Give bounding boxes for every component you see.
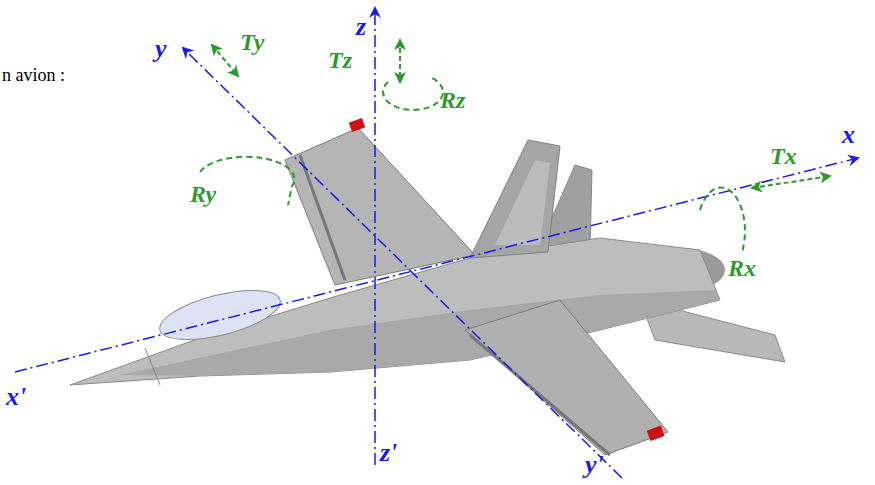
motion-name: Tz [328, 48, 352, 72]
motion-name: Rz [440, 88, 465, 112]
axis-name: y' [585, 452, 604, 478]
motion-name: Ty [240, 30, 264, 54]
axis-name: y [155, 36, 167, 62]
intro-text: n avion : [2, 66, 65, 84]
axis-name: z [356, 14, 366, 40]
axis-name: x [842, 122, 855, 148]
motion-name: Rx [728, 256, 756, 280]
axis-name: x' [6, 384, 26, 410]
motion-symbols [200, 40, 830, 252]
motion-name: Tx [770, 144, 797, 168]
axes [15, 8, 858, 478]
axis-name: z' [380, 440, 397, 466]
motion-name: Ry [190, 182, 216, 206]
